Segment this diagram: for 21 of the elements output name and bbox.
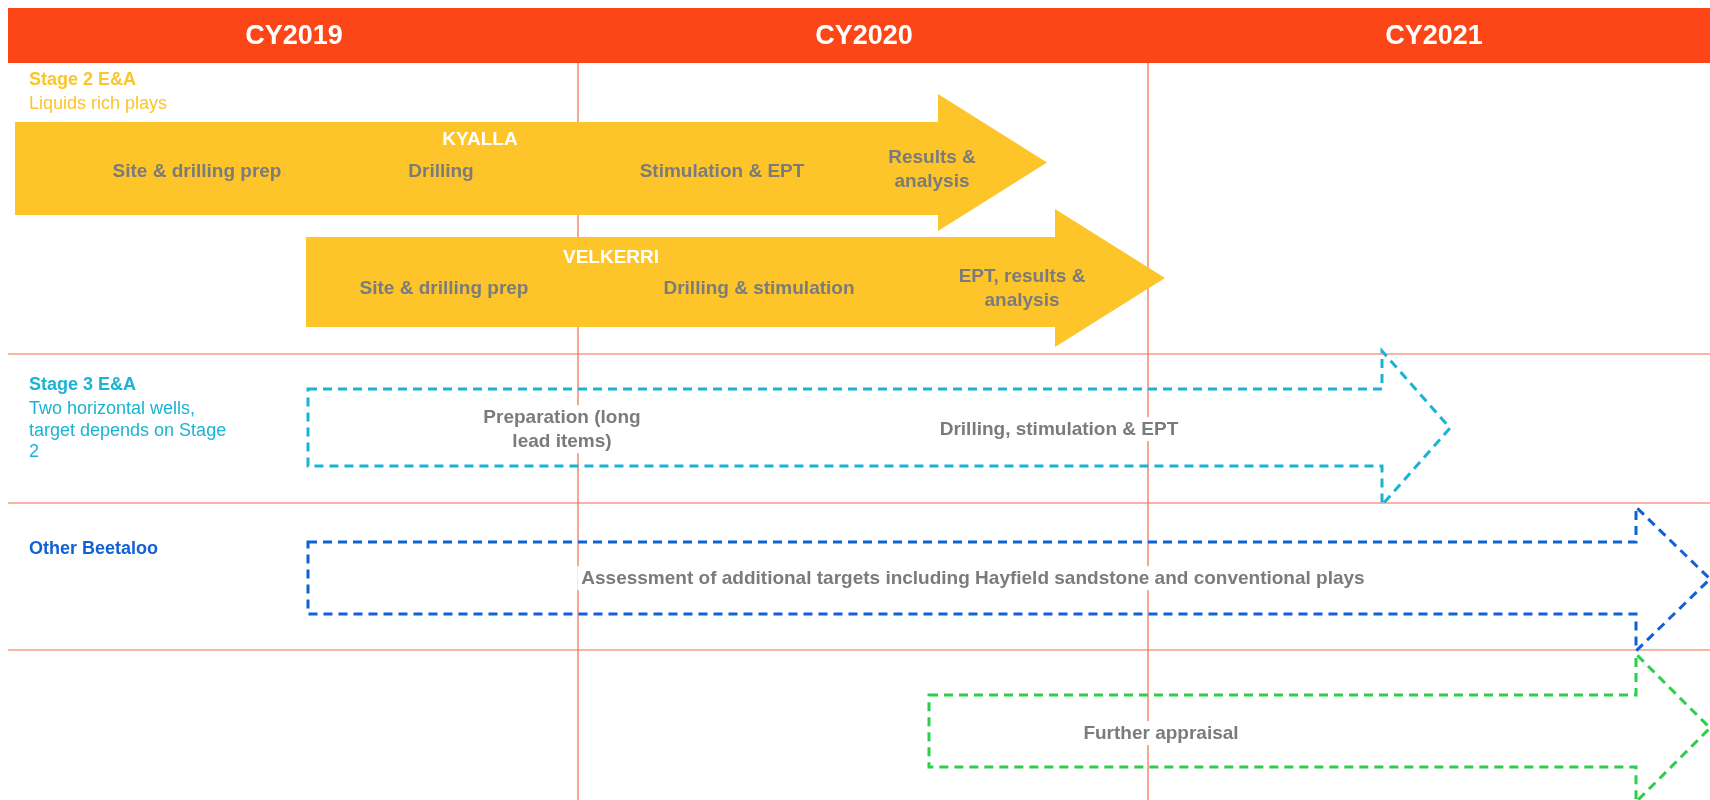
- gantt-bar: [306, 209, 1165, 347]
- year-label: CY2021: [1385, 18, 1483, 52]
- phase-label: Stimulation & EPT: [639, 159, 805, 183]
- gantt-bar: [308, 507, 1710, 651]
- year-label: CY2020: [815, 18, 913, 52]
- row-description: Liquids rich plays: [29, 93, 168, 115]
- phase-label: EPT, results & analysis: [957, 264, 1087, 312]
- phase-label: Site & drilling prep: [112, 159, 282, 183]
- phase-label: Site & drilling prep: [359, 276, 529, 300]
- row-description: Two horizontal wells, target depends on Stage 2: [29, 398, 228, 463]
- gantt-bar: [929, 654, 1710, 800]
- row-heading: Stage 3 E&A: [29, 374, 137, 396]
- gantt-bar: [15, 94, 1047, 231]
- well-name: VELKERRI: [562, 245, 660, 269]
- row-heading: Stage 2 E&A: [29, 69, 137, 91]
- phase-label: Drilling: [408, 159, 474, 183]
- year-label: CY2019: [245, 18, 343, 52]
- well-name: KYALLA: [442, 127, 518, 151]
- phase-label: Results & analysis: [887, 145, 977, 193]
- phase-label: Drilling & stimulation: [663, 276, 855, 300]
- row-heading: Other Beetaloo: [29, 538, 159, 560]
